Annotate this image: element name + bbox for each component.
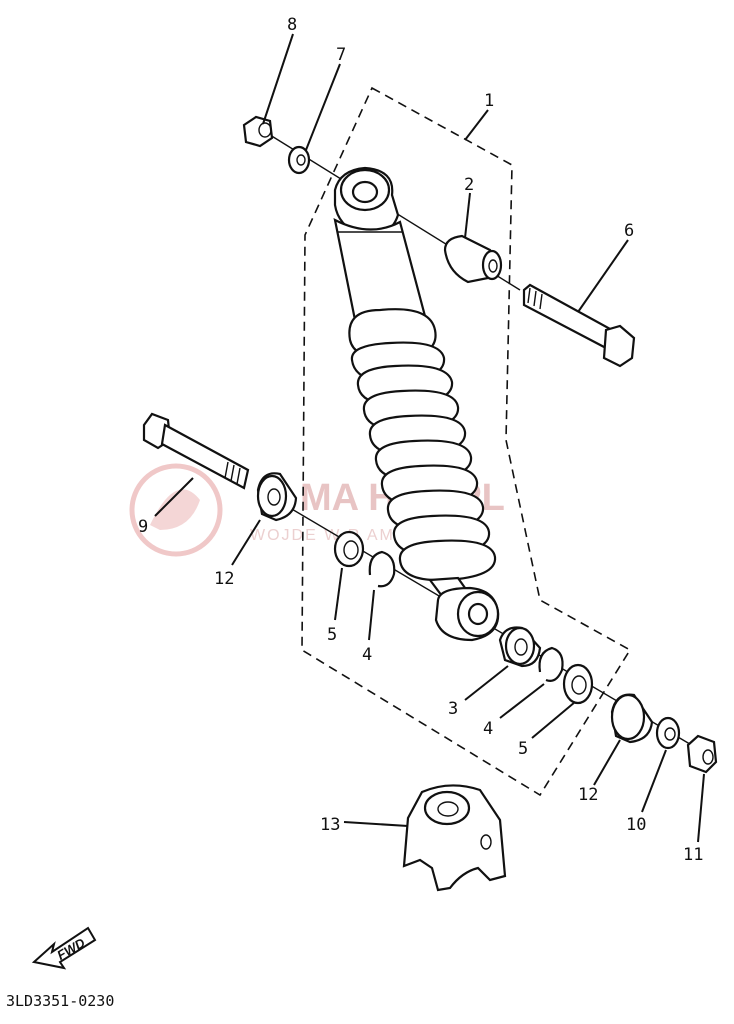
part-3-bearing [498, 626, 542, 668]
part-7-washer [287, 145, 311, 175]
part-12-bushing-right [610, 693, 654, 744]
callout-8: 8 [287, 15, 297, 35]
callout-5-left: 5 [327, 625, 337, 645]
part-4-circlip-right [538, 646, 564, 682]
leader-lines [154, 33, 705, 843]
forward-arrow-icon: FWD [31, 926, 97, 970]
diagram-part-number: 3LD3351-0230 [6, 992, 114, 1010]
callout-11: 11 [683, 845, 703, 865]
callout-10: 10 [626, 815, 646, 835]
part-8-nut [242, 115, 274, 148]
assembly-outline [301, 86, 632, 797]
callout-1: 1 [484, 91, 494, 111]
part-13-bracket [402, 784, 507, 892]
callout-13: 13 [320, 815, 340, 835]
callout-7: 7 [336, 45, 346, 65]
spring [348, 308, 497, 582]
watermark-logo-icon [129, 463, 223, 557]
callout-5-right: 5 [518, 739, 528, 759]
callout-6: 6 [624, 221, 634, 241]
part-6-bolt [522, 283, 636, 368]
part-5-seal-right [562, 663, 594, 705]
part-5-seal-left [333, 530, 365, 568]
part-12-bushing-left [256, 472, 298, 522]
part-11-nut [686, 734, 718, 774]
part-10-washer [655, 716, 681, 750]
callout-12-left: 12 [214, 569, 234, 589]
part-2-collar [443, 234, 503, 284]
shock-absorber [333, 166, 500, 642]
part-4-circlip-left [368, 550, 396, 588]
callout-labels: 8 7 1 2 6 9 12 5 4 3 4 5 12 10 11 13 [138, 15, 703, 865]
callout-9: 9 [138, 517, 148, 537]
callout-3: 3 [448, 699, 458, 719]
callout-12-right: 12 [578, 785, 598, 805]
callout-4-left: 4 [362, 645, 372, 665]
part-9-bolt [142, 412, 250, 490]
callout-2: 2 [464, 175, 474, 195]
callout-4-right: 4 [483, 719, 493, 739]
